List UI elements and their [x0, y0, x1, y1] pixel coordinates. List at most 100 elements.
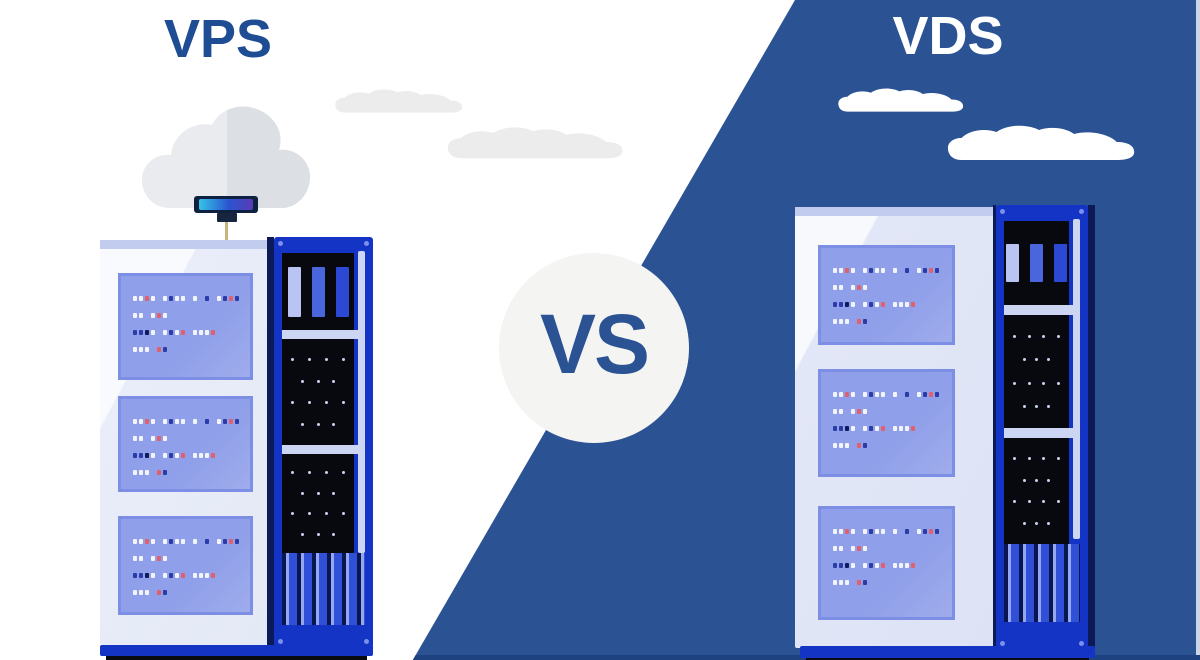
- code-dash: [163, 347, 167, 352]
- code-dash: [905, 426, 909, 431]
- code-dash: [151, 453, 155, 458]
- code-dash: [229, 419, 233, 424]
- panel-dot: [342, 357, 345, 361]
- panel-dot: [1042, 500, 1046, 504]
- panel-dot: [1023, 522, 1026, 526]
- code-dash: [923, 392, 927, 397]
- panel-dot: [301, 379, 304, 383]
- code-dash: [863, 302, 867, 307]
- code-dash: [851, 268, 855, 273]
- panel-dot: [325, 471, 328, 475]
- code-dash: [851, 563, 855, 568]
- code-line: [133, 330, 250, 335]
- cloud-icon: [142, 106, 310, 208]
- panel-dot: [1027, 500, 1031, 504]
- code-dash: [163, 453, 167, 458]
- code-dash: [205, 296, 209, 301]
- code-dash: [863, 392, 867, 397]
- code-line: [833, 529, 952, 534]
- cabinet-top-band: [100, 240, 267, 249]
- code-dash: [133, 590, 137, 595]
- dot-row: [282, 491, 354, 495]
- code-gap: [211, 539, 215, 544]
- panel-dot: [1035, 478, 1038, 482]
- rack-top-panel: [1004, 221, 1069, 305]
- unit-base: [100, 645, 373, 656]
- code-dash: [857, 580, 861, 585]
- dot-row: [1004, 381, 1069, 385]
- dot-row: [1004, 500, 1069, 504]
- code-dash: [863, 443, 867, 448]
- panel-dot: [325, 401, 328, 405]
- code-gap: [857, 268, 861, 273]
- panel-dot: [308, 471, 311, 475]
- code-dash: [881, 563, 885, 568]
- code-dash: [145, 590, 149, 595]
- code-dash: [205, 539, 209, 544]
- rack-content: [282, 245, 365, 640]
- code-dash: [869, 392, 873, 397]
- code-dash: [875, 392, 879, 397]
- code-gap: [199, 539, 203, 544]
- code-line: [133, 573, 250, 578]
- rack-dot-panel: [1004, 438, 1069, 544]
- code-gap: [151, 470, 155, 475]
- code-dash: [139, 539, 143, 544]
- code-dash: [833, 409, 837, 414]
- code-line: [833, 563, 952, 568]
- code-dash: [163, 470, 167, 475]
- code-dash: [935, 529, 939, 534]
- rack-screw: [1079, 209, 1084, 214]
- code-dash: [893, 268, 897, 273]
- code-line: [833, 580, 952, 585]
- rack-screw: [364, 241, 369, 246]
- code-dash: [229, 539, 233, 544]
- server-screen: [818, 245, 955, 345]
- code-dash: [169, 539, 173, 544]
- panel-dot: [1035, 522, 1038, 526]
- code-gap: [187, 330, 191, 335]
- code-dash: [139, 296, 143, 301]
- code-dash: [163, 419, 167, 424]
- code-dash: [163, 590, 167, 595]
- rack-shadow-edge: [993, 205, 996, 650]
- code-dash: [881, 302, 885, 307]
- panel-dot: [332, 491, 335, 495]
- code-dash: [833, 529, 837, 534]
- dot-row: [282, 471, 354, 475]
- code-dash: [169, 419, 173, 424]
- code-dash: [881, 529, 885, 534]
- code-dash: [881, 392, 885, 397]
- panel-dot: [301, 423, 304, 427]
- rack-frame: [996, 205, 1088, 650]
- panel-dot: [301, 491, 304, 495]
- code-line: [133, 539, 250, 544]
- code-gap: [187, 539, 191, 544]
- panel-dot: [342, 512, 345, 516]
- indicator-bar: [1054, 244, 1067, 282]
- code-dash: [863, 319, 867, 324]
- panel-dot: [1035, 358, 1038, 362]
- code-dash: [199, 330, 203, 335]
- code-dash: [181, 419, 185, 424]
- panel-dot: [308, 357, 311, 361]
- code-dash: [875, 302, 879, 307]
- code-dash: [145, 330, 149, 335]
- code-line: [833, 392, 952, 397]
- code-gap: [887, 426, 891, 431]
- code-dash: [151, 556, 155, 561]
- code-line: [833, 285, 952, 290]
- dot-row: [282, 379, 354, 383]
- rack-tower: [993, 205, 1095, 650]
- panel-dot: [342, 471, 345, 475]
- rack-screw: [1079, 641, 1084, 646]
- code-gap: [899, 268, 903, 273]
- unit-base-shadow: [806, 658, 1089, 660]
- code-dash: [863, 409, 867, 414]
- code-gap: [887, 563, 891, 568]
- code-dash: [857, 285, 861, 290]
- dot-row: [1004, 456, 1069, 460]
- dot-row: [282, 357, 354, 361]
- code-dash: [911, 302, 915, 307]
- panel-dot: [316, 532, 320, 536]
